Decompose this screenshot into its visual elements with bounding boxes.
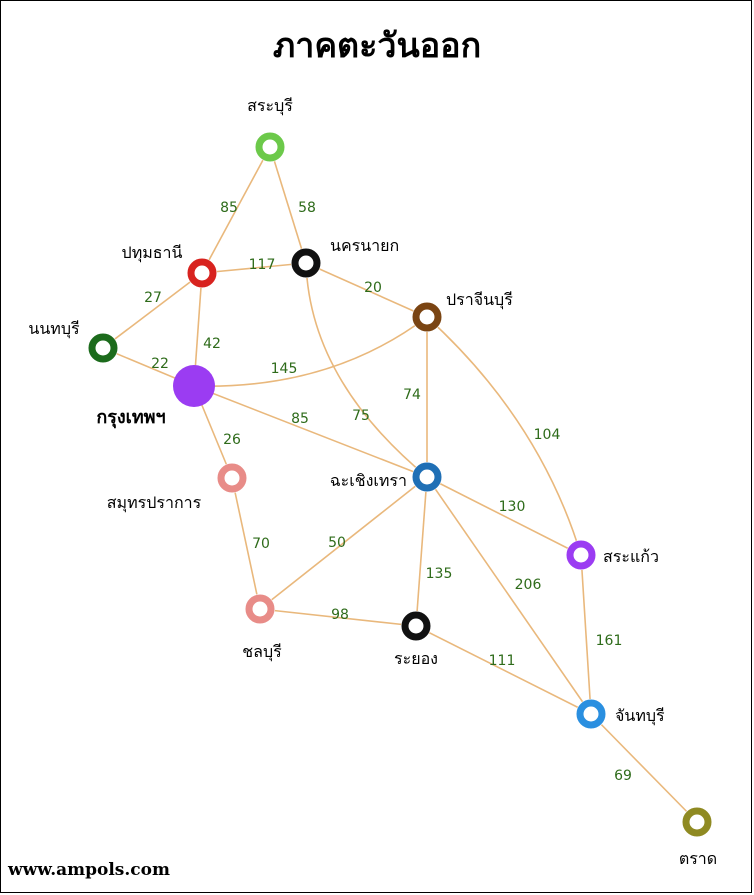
edge-weight-label: 20 (364, 280, 382, 296)
edge-weight-label: 104 (534, 427, 561, 443)
edge-chachoengsao-sakaeo (426, 476, 582, 556)
website-watermark: www.ampols.com (8, 860, 170, 880)
edge-weight-label: 117 (249, 257, 276, 273)
node-layer (88, 132, 712, 837)
node-samutprakan (217, 463, 247, 493)
node-chonburi (245, 594, 275, 624)
node-rayong (401, 611, 431, 641)
label-layer: สระบุรีปทุมธานี นครนายกปราจีนบุรีนนทบุรีก… (28, 96, 717, 868)
edge-pathumthani-nakhonnayok (201, 262, 307, 274)
edge-weight-label: 111 (489, 653, 516, 669)
edge-rayong-chanthaburi (415, 625, 592, 715)
node-label-chachoengsao: ฉะเชิงเทรา (330, 471, 407, 490)
edge-weight-label: 85 (291, 411, 309, 427)
edge-samutprakan-chonburi (231, 477, 261, 610)
node-label-saraburi: สระบุรี (247, 96, 293, 116)
node-label-sakaeo: สระแก้ว (603, 547, 659, 566)
edge-weight-label: 206 (515, 577, 542, 593)
edge-saraburi-nakhonnayok (269, 146, 307, 264)
node-label-nonthaburi: นนทบุรี (28, 319, 80, 339)
node-label-nakhonnayok: นครนายก (330, 236, 399, 255)
weight-layer: 85 58 117 27 42 22 20 75 145 85 26 74 104 130 50 135 206… (144, 200, 632, 784)
edge-chanthaburi-trat (590, 713, 698, 823)
node-label-chonburi: ชลบุรี (242, 642, 282, 662)
edge-bangkok-chachoengsao (193, 385, 428, 478)
node-chachoengsao (412, 462, 442, 492)
edge-weight-label: 50 (328, 535, 346, 551)
edge-weight-label: 69 (614, 768, 632, 784)
edge-weight-label: 26 (223, 432, 241, 448)
edge-weight-label: 22 (151, 356, 169, 372)
edge-weight-label: 98 (331, 607, 349, 623)
edge-bangkok-prachinburi (193, 316, 428, 387)
edge-chachoengsao-chonburi (259, 476, 428, 610)
node-prachinburi (412, 302, 442, 332)
edge-weight-label: 85 (220, 200, 238, 216)
node-label-chanthaburi: จันทบุรี (615, 706, 665, 726)
edge-weight-label: 135 (426, 566, 453, 582)
node-nonthaburi (88, 333, 118, 363)
edge-chachoengsao-chanthaburi (426, 476, 592, 715)
node-saraburi (255, 132, 285, 162)
node-bangkok (173, 365, 215, 407)
edge-sakaeo-chanthaburi (580, 554, 592, 715)
edge-saraburi-pathumthani (201, 146, 271, 274)
diagram-title: ภาคตะวันออก (272, 26, 482, 66)
node-trat (682, 807, 712, 837)
edge-weight-label: 58 (298, 200, 316, 216)
edge-prachinburi-sakaeo (426, 316, 582, 556)
edge-weight-label: 42 (203, 336, 221, 352)
node-label-prachinburi: ปราจีนบุรี (446, 290, 513, 310)
edge-weight-label: 145 (271, 361, 298, 377)
edge-nakhonnayok-chachoengsao (305, 262, 428, 478)
node-sakaeo (566, 540, 596, 570)
node-chanthaburi (576, 699, 606, 729)
node-label-bangkok: กรุงเทพฯ (96, 407, 165, 429)
edge-weight-label: 74 (403, 387, 421, 403)
node-label-trat: ตราด (679, 849, 717, 868)
edge-weight-label: 75 (352, 408, 370, 424)
edge-nakhonnayok-prachinburi (305, 262, 428, 318)
node-label-samutprakan: สมุทรปราการ (107, 493, 202, 513)
node-pathumthani (187, 258, 217, 288)
node-label-pathumthani: ปทุมธานี (122, 243, 183, 263)
edge-chonburi-rayong (259, 608, 417, 627)
edge-weight-label: 70 (252, 536, 270, 552)
edge-pathumthani-nonthaburi (102, 272, 203, 349)
node-label-rayong: ระยอง (394, 649, 438, 668)
edge-weight-label: 161 (596, 633, 623, 649)
edge-weight-label: 130 (499, 499, 526, 515)
edge-weight-label: 27 (144, 290, 162, 306)
edge-chachoengsao-rayong (415, 476, 428, 627)
node-nakhonnayok (291, 248, 321, 278)
